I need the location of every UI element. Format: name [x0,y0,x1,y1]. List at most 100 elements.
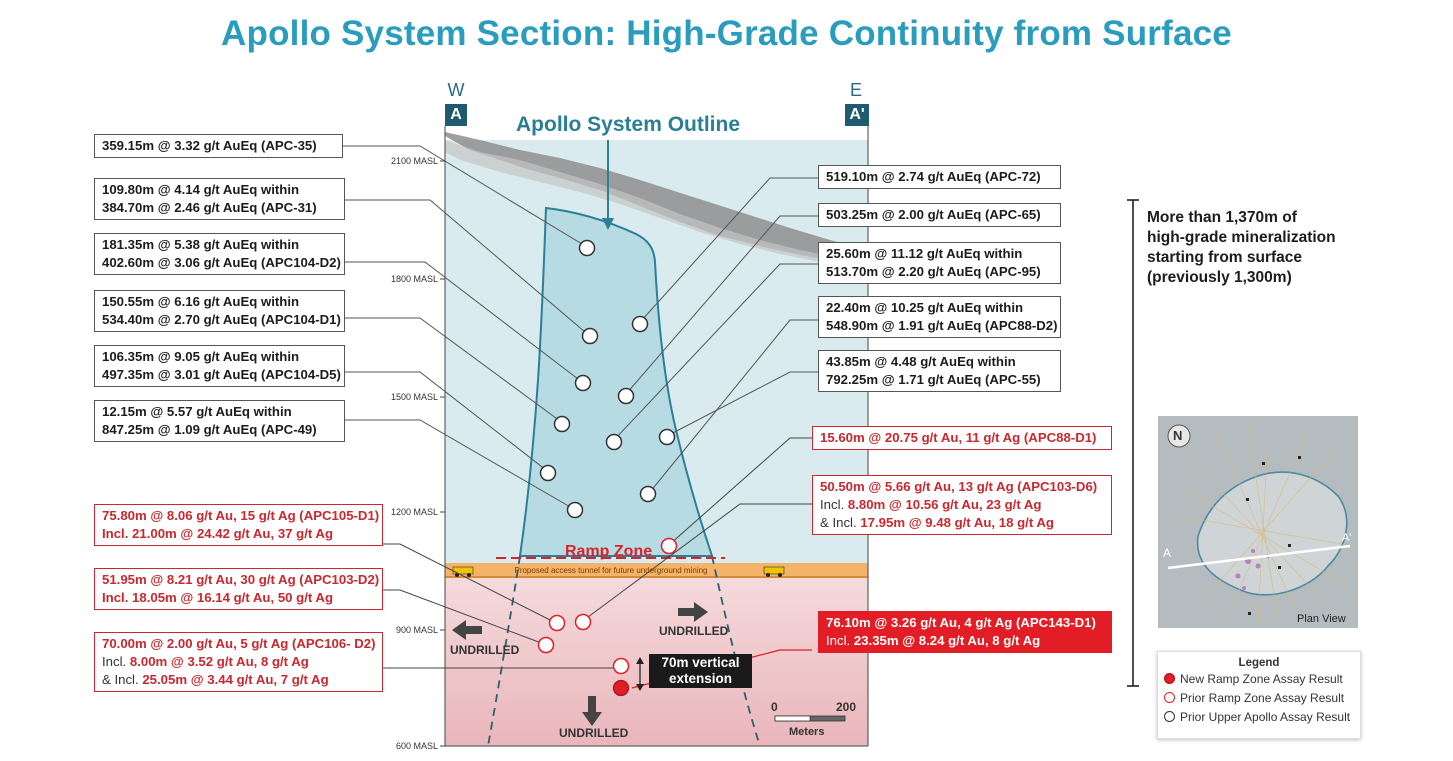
assay-box-apc-72: 519.10m @ 2.74 g/t AuEq (APC-72) [818,165,1061,189]
assay-line: 76.10m @ 3.26 g/t Au, 4 g/t Ag (APC143-D… [826,615,1096,630]
assay-line: 15.60m @ 20.75 g/t Au, 11 g/t Ag (APC88-… [820,430,1097,445]
elevation-label: 900 MASL [395,625,438,635]
elevation-label: 1500 MASL [390,392,438,402]
assay-line: 847.25m @ 1.09 g/t AuEq (APC-49) [102,422,317,437]
assay-line: 359.15m @ 3.32 g/t AuEq (APC-35) [102,138,317,153]
assay-prefix: Incl. [102,654,127,669]
upper-assay-marker [605,433,623,451]
apollo-outline [518,206,714,557]
outline-extension-left [487,555,521,747]
assay-line: & Incl. 17.95m @ 9.48 g/t Au, 18 g/t Ag [820,514,1104,532]
assay-line: 497.35m @ 3.01 g/t AuEq (APC104-D5) [102,367,341,382]
legend-item-new-ramp: New Ramp Zone Assay Result [1158,669,1360,688]
west-label: W [447,80,465,100]
undrilled-label-right: UNDRILLED [659,624,729,638]
upper-assay-marker [566,501,584,519]
tunnel-line [445,576,868,578]
assay-box-apc88-d1: 15.60m @ 20.75 g/t Au, 11 g/t Ag (APC88-… [812,426,1112,450]
assay-box-apc103-d2: 51.95m @ 8.21 g/t Au, 30 g/t Ag (APC103-… [94,568,383,610]
assay-line: 22.40m @ 10.25 g/t AuEq within [826,300,1024,315]
assay-line: 25.60m @ 11.12 g/t AuEq within [826,246,1023,261]
outline-arrow-icon [602,218,614,230]
assay-line: 534.40m @ 2.70 g/t AuEq (APC104-D1) [102,312,341,327]
plan-a-prime-label: A' [1342,532,1352,544]
outline-label: Apollo System Outline [516,113,741,136]
assay-value: 8.80m @ 10.56 g/t Au, 23 g/t Ag [847,497,1042,512]
assay-line: 519.10m @ 2.74 g/t AuEq (APC-72) [826,169,1041,184]
assay-prefix: Incl. [826,633,851,648]
assay-line: 70.00m @ 2.00 g/t Au, 5 g/t Ag (APC106- … [102,636,376,651]
assay-box-apc-35: 359.15m @ 3.32 g/t AuEq (APC-35) [94,134,343,158]
note-line: (previously 1,300m) [1147,269,1292,286]
assay-line: Incl. 21.00m @ 24.42 g/t Au, 37 g/t Ag [102,526,334,541]
vertical-extension-line2: extension [668,671,733,686]
legend-item-label: Prior Upper Apollo Assay Result [1180,709,1351,724]
legend-item-prior-upper: Prior Upper Apollo Assay Result [1158,707,1360,726]
arrow-down-icon [582,696,602,726]
elevation-label: 1800 MASL [390,274,438,284]
assay-line: Incl. 8.80m @ 10.56 g/t Au, 23 g/t Ag [820,496,1104,514]
elevation-label: 2100 MASL [390,156,438,166]
note-line: high-grade mineralization [1147,229,1336,246]
north-arrow-icon: N [1173,428,1183,443]
elevation-label: 600 MASL [395,741,438,751]
plan-view-label: Plan View [1297,613,1346,625]
assay-prefix: & Incl. [820,515,857,530]
note-line: starting from surface [1147,249,1303,266]
ramp-assay-marker [574,613,592,631]
undrilled-label-bottom: UNDRILLED [559,726,629,740]
upper-assay-marker [639,485,657,503]
assay-line: 384.70m @ 2.46 g/t AuEq (APC-31) [102,200,317,215]
assay-line: 513.70m @ 2.20 g/t AuEq (APC-95) [826,264,1041,279]
assay-box-apc143-d1: 76.10m @ 3.26 g/t Au, 4 g/t Ag (APC143-D… [818,611,1112,653]
west-section-badge: A [445,104,467,126]
assay-line: 150.55m @ 6.16 g/t AuEq within [102,294,300,309]
assay-box-apc-65: 503.25m @ 2.00 g/t AuEq (APC-65) [818,203,1061,227]
legend-item-label: New Ramp Zone Assay Result [1180,671,1343,686]
scale-max: 200 [836,700,857,714]
assay-line: 12.15m @ 5.57 g/t AuEq within [102,404,292,419]
upper-assay-marker [539,464,557,482]
upper-assay-marker [581,327,599,345]
terrain-highlight [445,140,868,268]
red-leader-lines [383,437,812,669]
legend-title: Legend [1238,657,1280,669]
assay-box-apc104-d1: 150.55m @ 6.16 g/t AuEq within 534.40m @… [94,290,345,332]
prior-upper-assay-markers [539,239,676,519]
assay-line: Incl. 23.35m @ 8.24 g/t Au, 8 g/t Ag [826,632,1104,650]
assay-value: 8.00m @ 3.52 g/t Au, 8 g/t Ag [129,654,309,669]
legend-item-prior-ramp: Prior Ramp Zone Assay Result [1158,688,1360,707]
ramp-zone-band [445,563,868,578]
assay-box-apc-31: 109.80m @ 4.14 g/t AuEq within 384.70m @… [94,178,345,220]
assay-line: 548.90m @ 1.91 g/t AuEq (APC88-D2) [826,318,1058,333]
assay-line: 181.35m @ 5.38 g/t AuEq within [102,237,300,252]
legend: Legend New Ramp Zone Assay Result Prior … [1157,651,1361,739]
vertical-extension-label: 70m vertical extension [649,654,752,688]
assay-box-apc106-d2: 70.00m @ 2.00 g/t Au, 5 g/t Ag (APC106- … [94,632,383,692]
assay-line: Incl. 8.00m @ 3.52 g/t Au, 8 g/t Ag [102,653,375,671]
ramp-assay-marker [660,537,678,555]
assay-line: Incl. 18.05m @ 16.14 g/t Au, 50 g/t Ag [102,590,334,605]
vertical-extension-line1: 70m vertical [661,655,740,670]
assay-line: 75.80m @ 8.06 g/t Au, 15 g/t Ag (APC105-… [102,508,380,523]
arrow-left-icon [452,620,482,640]
undrilled-label-left: UNDRILLED [450,643,520,657]
assay-value: 17.95m @ 9.48 g/t Au, 18 g/t Ag [860,515,1054,530]
upper-assay-marker [578,239,596,257]
east-section-badge: A' [845,104,869,126]
assay-box-apc105-d1: 75.80m @ 8.06 g/t Au, 15 g/t Ag (APC105-… [94,504,383,546]
assay-prefix: Incl. [820,497,845,512]
assay-line: 402.60m @ 3.06 g/t AuEq (APC104-D2) [102,255,341,270]
assay-box-apc104-d2: 181.35m @ 5.38 g/t AuEq within 402.60m @… [94,233,345,275]
note-line: More than 1,370m of [1147,209,1297,226]
plan-view-drawing [1158,416,1358,628]
assay-line: 50.50m @ 5.66 g/t Au, 13 g/t Ag (APC103-… [820,479,1098,494]
scale-min: 0 [771,700,778,714]
terrain-surface [445,132,868,264]
plan-view-map: N A A' Plan View [1158,416,1358,628]
prior-ramp-assay-markers [537,537,678,675]
page-title: Apollo System Section: High-Grade Contin… [221,14,1232,53]
assay-box-apc104-d5: 106.35m @ 9.05 g/t AuEq within 497.35m @… [94,345,345,387]
assay-value: 25.05m @ 3.44 g/t Au, 7 g/t Ag [142,672,329,687]
